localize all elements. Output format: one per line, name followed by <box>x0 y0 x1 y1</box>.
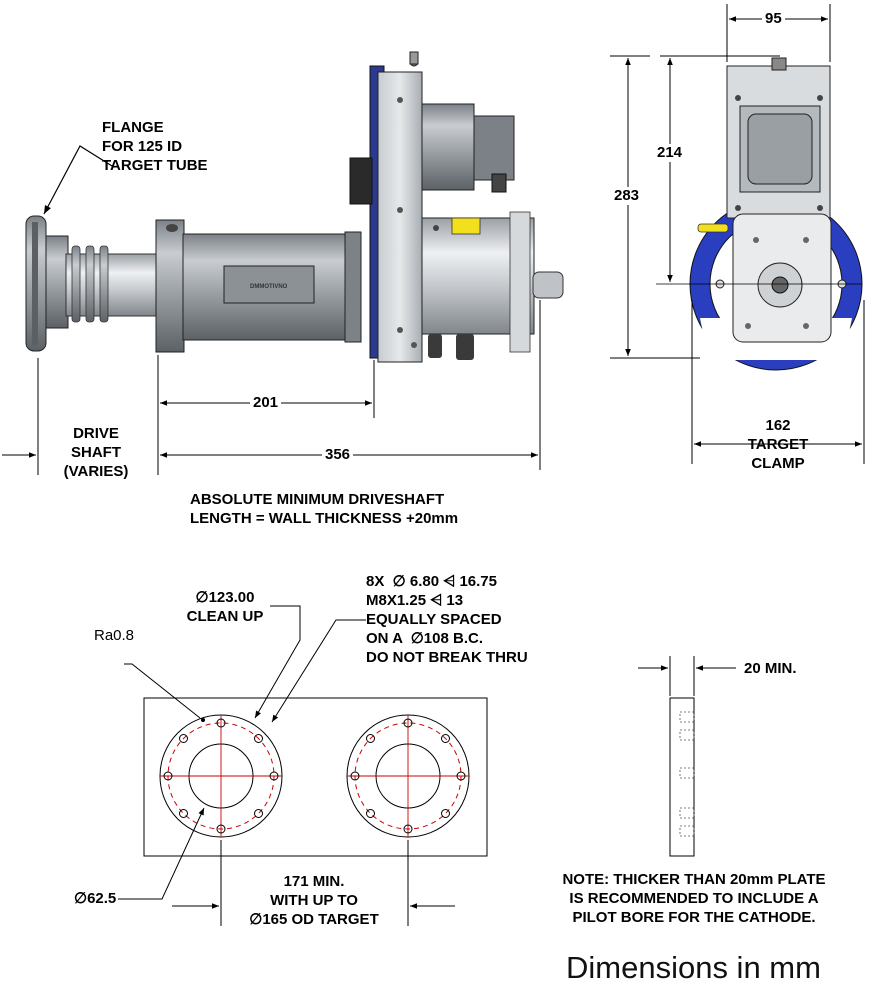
driveshaft-note: ABSOLUTE MINIMUM DRIVESHAFT LENGTH = WAL… <box>190 491 459 527</box>
drive-shaft <box>65 245 159 323</box>
units-caption: Dimensions in mm <box>566 950 821 985</box>
mounting-plate-view <box>118 605 488 926</box>
flange-label: FLANGE FOR 125 ID TARGET TUBE <box>102 119 208 174</box>
holes-note: 8X ∅ 6.80 ⩤ 16.75 M8X1.25 ⩤ 13 EQUALLY S… <box>366 573 528 666</box>
side-view: DMMOTIVNO <box>2 51 564 475</box>
dim-95: 95 <box>762 10 785 28</box>
motor-body: DMMOTIVNO <box>155 219 362 353</box>
plate-section-view <box>638 656 736 857</box>
end-view <box>610 4 865 464</box>
bore-diameter-label: ∅62.5 <box>74 890 117 907</box>
mounting-plate <box>369 51 423 363</box>
dim-356: 356 <box>322 446 354 464</box>
thickness-note: NOTE: THICKER THAN 20mm PLATE IS RECOMME… <box>562 871 826 926</box>
servo-motor <box>349 103 515 205</box>
spacing-label: 171 MIN. WITH UP TO ∅165 OD TARGET <box>249 873 379 928</box>
flange <box>25 215 69 352</box>
hole-pattern-left <box>159 714 283 838</box>
dim-283: 283 <box>611 187 643 205</box>
target-clamp-label: 162 TARGET CLAMP <box>747 417 809 472</box>
dim-20-min: 20 MIN. <box>744 660 797 677</box>
hole-pattern-right <box>346 714 470 838</box>
drive-shaft-label: DRIVE SHAFT (VARIES) <box>63 425 129 480</box>
lower-housing <box>421 211 564 360</box>
dim-214: 214 <box>654 144 686 162</box>
roughness-label: Ra0.8 <box>94 627 135 644</box>
brand-plate-text: DMMOTIVNO <box>250 284 288 290</box>
clean-up-label: ∅123.00 CLEAN UP <box>186 589 264 625</box>
dim-201: 201 <box>250 394 282 412</box>
